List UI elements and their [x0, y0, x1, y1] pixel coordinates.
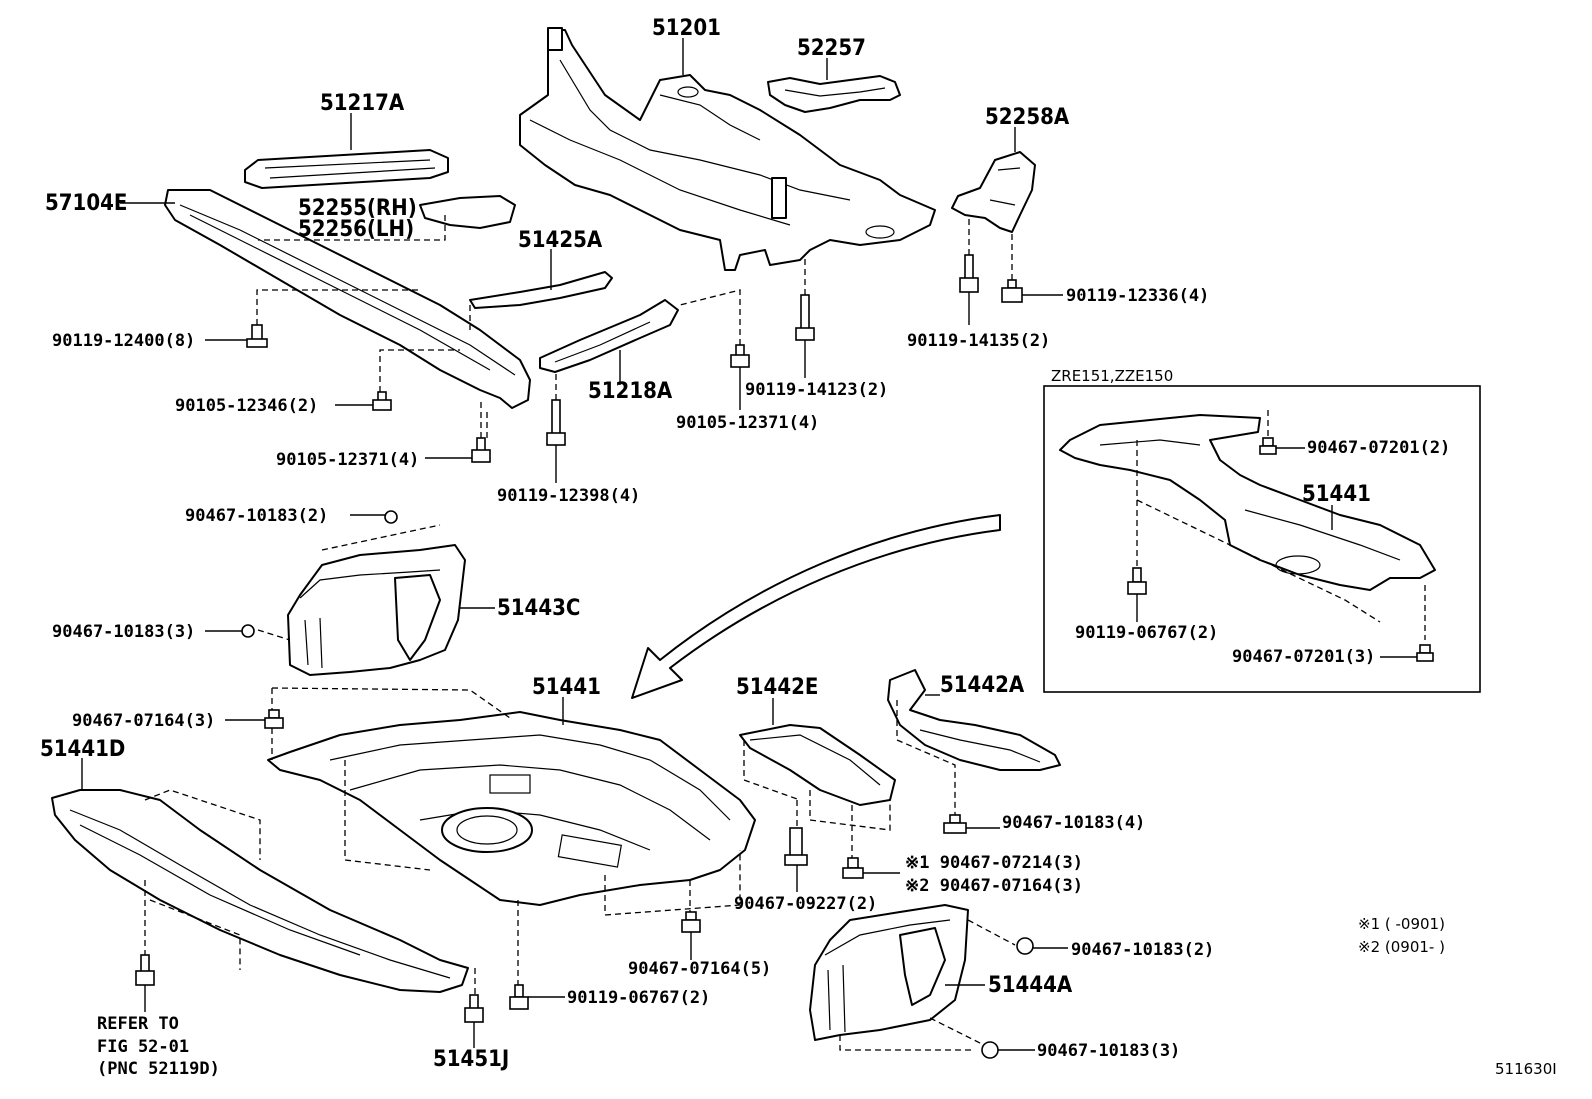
label-51442E: 51442E	[736, 675, 818, 700]
label-57104E: 57104E	[45, 191, 127, 216]
bracket-52255-52256	[419, 195, 516, 229]
label-90467-09227: 90467-09227(2)	[734, 894, 877, 914]
label-90119-12398: 90119-12398(4)	[497, 486, 640, 506]
bracket-52257	[767, 75, 901, 113]
refer-line-3: (PNC 52119D)	[97, 1059, 220, 1079]
label-51217A: 51217A	[320, 91, 405, 116]
bracket-52258A	[951, 151, 1036, 233]
brace-51218A	[539, 299, 679, 373]
label-90119-14123: 90119-14123(2)	[745, 380, 888, 400]
cover-51442A	[887, 669, 1061, 834]
cover-51441D	[51, 758, 484, 1048]
bracket-57104E	[164, 189, 531, 409]
cover-51442E	[739, 698, 900, 892]
label-90119-12336: 90119-12336(4)	[1066, 286, 1209, 306]
label-51451J: 51451J	[433, 1047, 509, 1072]
crossmember-51201	[519, 27, 936, 271]
undercover-51441	[225, 687, 756, 1010]
label-90105-12371-right: 90105-12371(4)	[676, 413, 819, 433]
bolt-90119-14135	[959, 254, 979, 293]
label-90119-06767-inset: 90119-06767(2)	[1075, 623, 1218, 643]
label-90467-10183-4: 90467-10183(4)	[1002, 813, 1145, 833]
label-90467-10183-2b: 90467-10183(2)	[1071, 940, 1214, 960]
label-90467-10183-3b: 90467-10183(3)	[1037, 1041, 1180, 1061]
refer-line-1: REFER TO	[97, 1014, 179, 1034]
label-52256-lh: 52256(LH)	[298, 217, 414, 242]
bolt-90119-12336	[1001, 279, 1023, 303]
direction-arrow	[631, 514, 1001, 699]
label-51443C: 51443C	[497, 596, 580, 621]
bolt-90105-12371-right	[730, 344, 750, 368]
label-51218A: 51218A	[588, 379, 673, 404]
bolt-90105-12371-left	[471, 437, 491, 463]
label-51201: 51201	[652, 16, 721, 41]
label-52255-rh: 52255(RH)	[298, 196, 417, 221]
bolt-90105-12346	[372, 391, 392, 411]
label-inset-51441: 51441	[1302, 482, 1371, 507]
label-90119-06767: 90119-06767(2)	[567, 988, 710, 1008]
label-90467-07164-3: 90467-07164(3)	[72, 711, 215, 731]
label-90105-12371-left: 90105-12371(4)	[276, 450, 419, 470]
inset-title: ZRE151,ZZE150	[1051, 367, 1173, 385]
brace-51425A	[469, 271, 613, 309]
inset-zre151-zze150	[1043, 385, 1481, 693]
bracket-51217A	[244, 149, 449, 189]
label-51441D: 51441D	[40, 737, 125, 762]
label-51444A: 51444A	[988, 973, 1073, 998]
bolt-90119-14123	[795, 294, 815, 341]
note-2: ※2 (0901- )	[1358, 938, 1445, 956]
label-90467-10183-3: 90467-10183(3)	[52, 622, 195, 642]
label-52258A: 52258A	[985, 105, 1070, 130]
label-90467-07214: ※1 90467-07214(3)	[905, 853, 1083, 873]
label-51442A: 51442A	[940, 673, 1025, 698]
label-90105-12346: 90105-12346(2)	[175, 396, 318, 416]
label-90467-07164-3b: ※2 90467-07164(3)	[905, 876, 1083, 896]
label-90467-07201-a: 90467-07201(2)	[1307, 438, 1450, 458]
label-90119-12400: 90119-12400(8)	[52, 331, 195, 351]
note-1: ※1 ( -0901)	[1358, 915, 1445, 933]
cover-51444A	[809, 904, 1068, 1059]
cover-51443C	[205, 510, 495, 676]
label-90467-10183-2: 90467-10183(2)	[185, 506, 328, 526]
refer-line-2: FIG 52-01	[97, 1037, 189, 1057]
label-51425A: 51425A	[518, 228, 603, 253]
bolt-90119-12398	[546, 399, 566, 446]
label-52257: 52257	[797, 36, 866, 61]
bolt-90119-12400	[246, 324, 268, 348]
label-90467-07201-b: 90467-07201(3)	[1232, 647, 1375, 667]
label-90119-14135: 90119-14135(2)	[907, 331, 1050, 351]
label-51441: 51441	[532, 675, 601, 700]
figure-id: 511630I	[1495, 1060, 1557, 1078]
label-90467-07164-5: 90467-07164(5)	[628, 959, 771, 979]
